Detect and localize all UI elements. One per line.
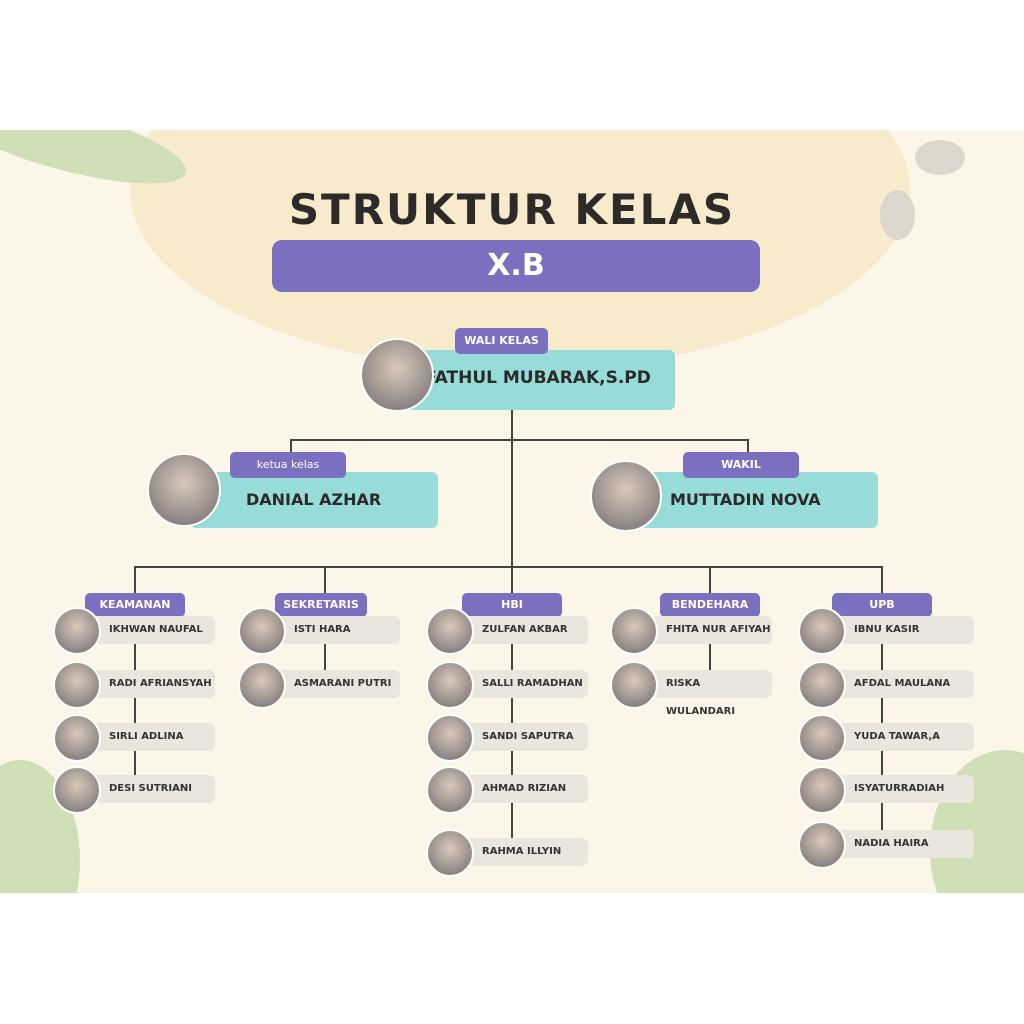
group-role-label: UPB xyxy=(832,593,932,617)
member-name: AFDAL MAULANA xyxy=(824,670,974,698)
member-avatar xyxy=(798,766,846,814)
wakil-name: MUTTADIN NOVA xyxy=(670,490,821,509)
member-avatar xyxy=(426,714,474,762)
ketua-avatar xyxy=(147,453,221,527)
connector xyxy=(511,566,513,852)
wakil-box: MUTTADIN NOVA xyxy=(630,472,878,528)
connector xyxy=(290,439,292,461)
decor-stone xyxy=(880,190,915,240)
group-role-label: KEAMANAN xyxy=(85,593,185,617)
member-name: ISTI HARA xyxy=(264,616,400,644)
wali-kelas-avatar xyxy=(360,338,434,412)
member-name: RADI AFRIANSYAH xyxy=(79,670,215,698)
member-name: FHITA NUR AFIYAH xyxy=(636,616,772,644)
connector xyxy=(881,566,883,844)
member-avatar xyxy=(53,714,101,762)
member-avatar xyxy=(798,714,846,762)
member-name: NADIA HAIRA xyxy=(824,830,974,858)
member-name: ZULFAN AKBAR xyxy=(452,616,588,644)
page-title: STRUKTUR KELAS xyxy=(288,185,736,234)
wakil-label: WAKIL xyxy=(683,452,799,478)
member-avatar xyxy=(610,607,658,655)
decor-stone xyxy=(915,140,965,175)
connector xyxy=(747,439,749,461)
member-name: AHMAD RIZIAN xyxy=(452,775,588,803)
member-avatar xyxy=(426,829,474,877)
member-avatar xyxy=(798,661,846,709)
member-name: RAHMA ILLYIN xyxy=(452,838,588,866)
connector xyxy=(135,566,883,568)
connector xyxy=(290,439,749,441)
ketua-name: DANIAL AZHAR xyxy=(246,490,382,509)
member-avatar xyxy=(53,661,101,709)
group-role-label: BENDEHARA xyxy=(660,593,760,617)
member-name: RISKA WULANDARI xyxy=(636,670,772,717)
member-avatar xyxy=(426,607,474,655)
member-avatar xyxy=(426,661,474,709)
member-name: IBNU KASIR xyxy=(824,616,974,644)
ketua-box: DANIAL AZHAR xyxy=(190,472,438,528)
connector xyxy=(511,410,513,568)
poster: STRUKTUR KELAS X.B FATHUL MUBARAK,S.PD W… xyxy=(0,130,1024,893)
decor-leaf xyxy=(930,750,1024,893)
member-name: SALLI RAMADHAN xyxy=(452,670,588,698)
member-avatar xyxy=(426,766,474,814)
class-name-banner: X.B xyxy=(272,240,760,292)
member-avatar xyxy=(53,607,101,655)
member-avatar xyxy=(798,607,846,655)
member-name: YUDA TAWAR,A xyxy=(824,723,974,751)
member-name: SANDI SAPUTRA xyxy=(452,723,588,751)
member-name: IKHWAN NAUFAL xyxy=(79,616,215,644)
wakil-avatar xyxy=(590,460,662,532)
wali-kelas-box: FATHUL MUBARAK,S.PD xyxy=(395,350,675,410)
member-avatar xyxy=(53,766,101,814)
member-name: ASMARANI PUTRI xyxy=(264,670,400,698)
member-avatar xyxy=(238,607,286,655)
member-avatar xyxy=(610,661,658,709)
member-name: DESI SUTRIANI xyxy=(79,775,215,803)
wali-kelas-name: FATHUL MUBARAK,S.PD xyxy=(425,368,651,388)
member-avatar xyxy=(798,821,846,869)
member-name: SIRLI ADLINA xyxy=(79,723,215,751)
ketua-label: ketua kelas xyxy=(230,452,346,478)
member-name: ISYATURRADIAH xyxy=(824,775,974,803)
member-avatar xyxy=(238,661,286,709)
group-role-label: SEKRETARIS xyxy=(275,593,367,617)
group-role-label: HBI xyxy=(462,593,562,617)
wali-kelas-label: WALI KELAS xyxy=(455,328,548,354)
